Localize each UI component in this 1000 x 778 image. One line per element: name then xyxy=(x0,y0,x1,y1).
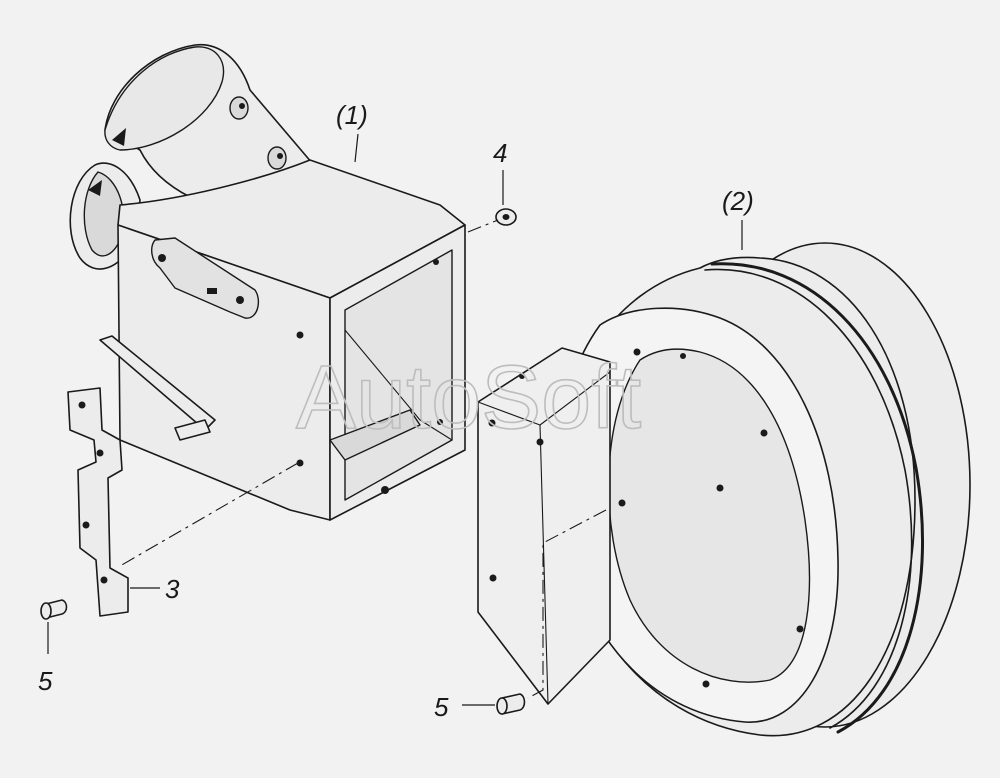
part-4-washer xyxy=(495,208,517,226)
housing-ring-assembly xyxy=(557,242,971,737)
part-5-pin-right xyxy=(496,693,526,715)
flange-plate xyxy=(477,347,611,705)
part-3-bracket-plate xyxy=(67,387,129,617)
ring-inner-opening xyxy=(607,348,811,683)
callout-part-3: 3 xyxy=(165,574,180,604)
ring-mounting-flange xyxy=(477,347,611,705)
side-rod xyxy=(99,335,216,431)
port-arrow-icon xyxy=(88,180,102,196)
bracket-plate-body xyxy=(67,387,129,617)
duct-housing-assembly xyxy=(69,43,466,521)
callout-part-5-right: 5 xyxy=(434,692,449,722)
pipe-opening xyxy=(104,46,225,151)
ring-gasket xyxy=(704,268,913,729)
part-5-pin-left xyxy=(40,599,68,620)
housing-side-face xyxy=(117,224,331,521)
centerline-right-pin xyxy=(527,509,607,699)
watermark-text: AutoSoft xyxy=(296,348,641,448)
side-bracket xyxy=(151,237,260,319)
housing-top-face xyxy=(117,159,466,299)
leader-1 xyxy=(354,133,359,163)
centerline-washer xyxy=(467,219,499,233)
callout-part-5-left: 5 xyxy=(38,666,53,696)
centerline-bracket xyxy=(119,462,299,567)
callout-assembly-2: (2) xyxy=(722,186,754,216)
callout-assembly-1: (1) xyxy=(336,100,368,130)
callout-part-4: 4 xyxy=(493,138,507,168)
